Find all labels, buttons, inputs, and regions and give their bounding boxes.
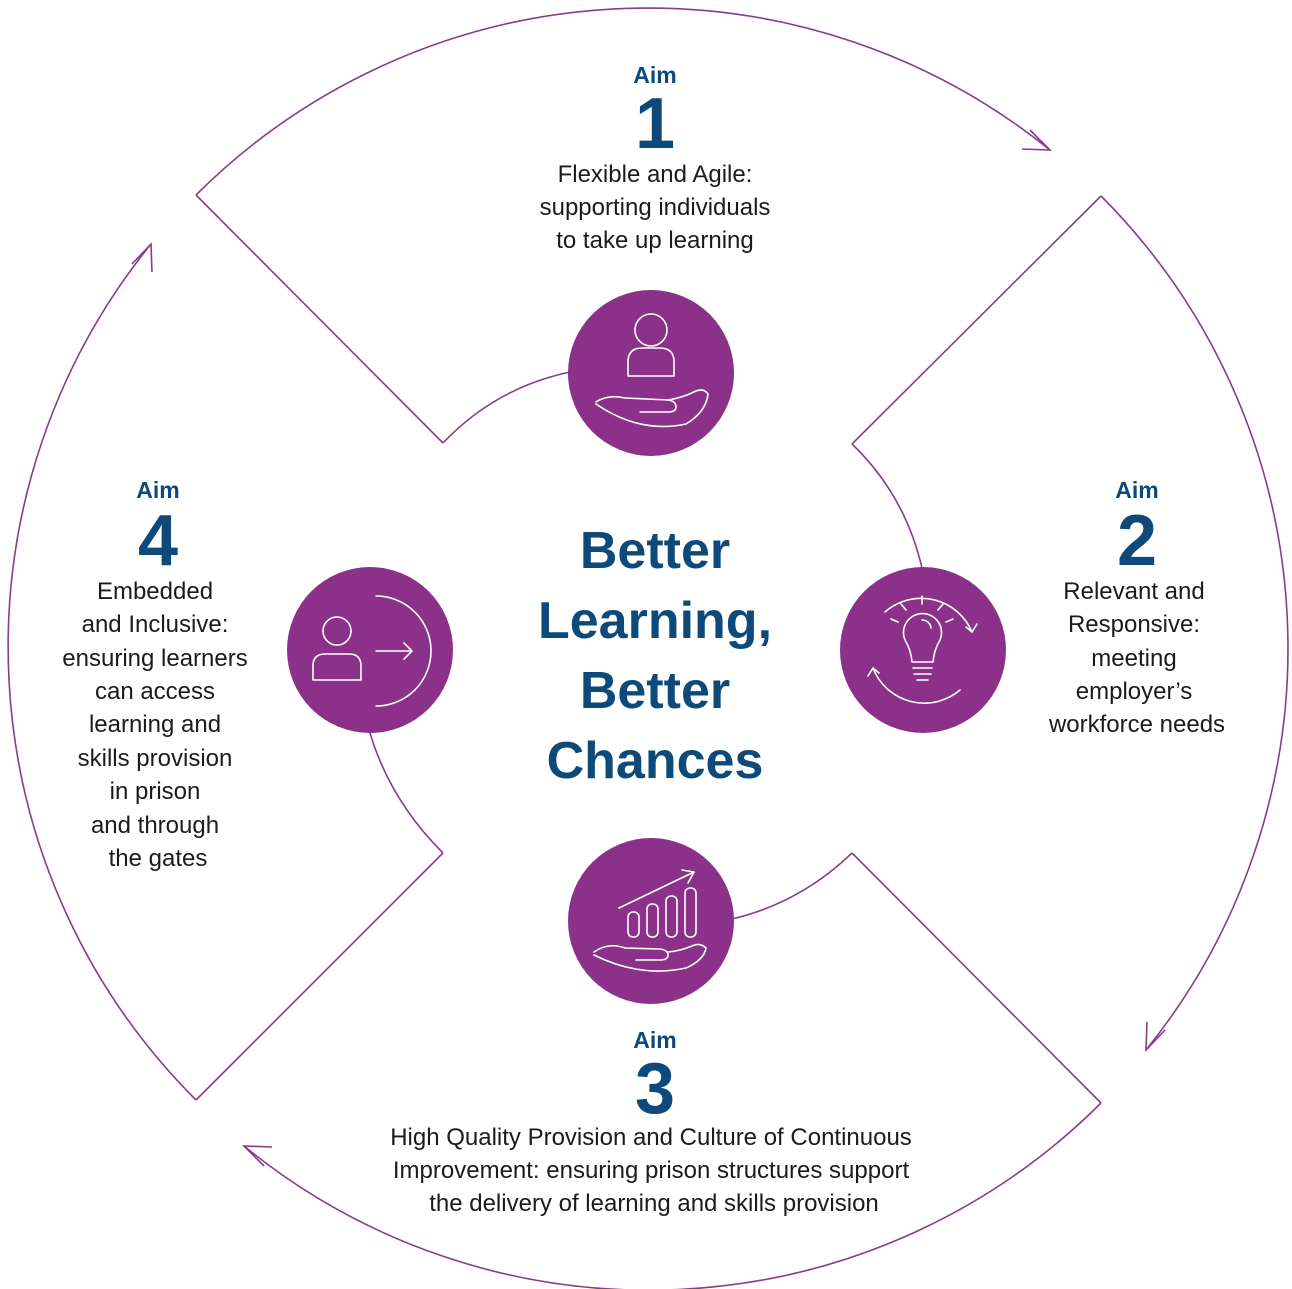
aim-1-label: Aim — [633, 62, 676, 88]
divider-top-right — [851, 195, 1102, 445]
aim-3-icon-circle — [568, 838, 734, 1004]
ring-segment-bottom — [243, 1102, 1102, 1289]
aim-2-desc-line-1: Relevant and — [1063, 578, 1204, 605]
center-title-line-2: Learning, — [538, 592, 772, 650]
aim-3-desc-line-2: Improvement: ensuring prison structures … — [393, 1157, 910, 1184]
aim-3-desc-line-3: the delivery of learning and skills prov… — [429, 1190, 879, 1217]
divider-top-left — [195, 194, 444, 444]
aim-2-desc-line-5: workforce needs — [1048, 711, 1225, 738]
aim-3-number: 3 — [635, 1049, 675, 1129]
aim-1-icon-circle — [568, 290, 734, 456]
ring-segment-right — [1100, 195, 1289, 1051]
aim-4-desc-line-7: in prison — [110, 778, 201, 805]
aim-4-desc-line-6: skills provision — [78, 745, 233, 772]
center-title-line-3: Better — [580, 662, 730, 720]
inner-dividers — [195, 194, 1102, 1104]
aim-2: Aim 2 Relevant and Responsive: meeting e… — [840, 477, 1225, 738]
aim-3-desc-line-1: High Quality Provision and Culture of Co… — [390, 1124, 912, 1151]
aim-4-desc-line-5: learning and — [89, 711, 221, 738]
aim-3: Aim 3 High Quality Provision and Culture… — [390, 838, 912, 1217]
cycle-ring — [7, 7, 1289, 1289]
ring-segment-top — [195, 7, 1051, 196]
center-title-line-1: Better — [580, 522, 730, 580]
connector-arcs — [369, 371, 923, 920]
connector-aim2 — [851, 443, 923, 569]
aim-1-desc-line-3: to take up learning — [556, 227, 753, 254]
aim-4-icon-circle — [287, 567, 453, 733]
aim-4-desc-line-1: Embedded — [97, 578, 213, 605]
aim-4-desc-line-4: can access — [95, 678, 215, 705]
ring-segment-left — [7, 243, 197, 1101]
connector-aim1 — [442, 371, 571, 444]
aim-4-desc-line-2: and Inclusive: — [82, 611, 229, 638]
aim-1-desc-line-2: supporting individuals — [540, 194, 771, 221]
growth-chart-on-hand-icon — [593, 869, 707, 972]
aim-2-icon-circle — [840, 567, 1006, 733]
divider-bottom-right — [851, 852, 1102, 1104]
ring-arrowhead-bottom — [241, 1145, 273, 1167]
aim-4-desc-line-8: and through — [91, 812, 219, 839]
center-title-line-4: Chances — [547, 732, 764, 790]
aim-2-label: Aim — [1115, 477, 1158, 503]
aim-4-desc-line-9: the gates — [109, 845, 208, 872]
aim-2-number: 2 — [1117, 501, 1157, 581]
ring-arrowhead-right — [1145, 1021, 1166, 1053]
person-entering-icon — [312, 595, 432, 707]
aim-4: Aim 4 Embedded and Inclusive: ensuring l… — [62, 477, 453, 872]
connector-aim3 — [731, 852, 853, 920]
ring-arrowhead-top — [1021, 129, 1053, 151]
aim-4-number: 4 — [138, 501, 178, 581]
aim-2-desc-line-2: Responsive: — [1068, 611, 1200, 638]
aim-2-desc-line-3: meeting — [1091, 645, 1176, 672]
aim-2-desc-line-4: employer’s — [1076, 678, 1193, 705]
lightbulb-cycle-icon — [867, 595, 978, 704]
ring-arrowhead-left — [131, 242, 153, 273]
aim-4-label: Aim — [136, 477, 179, 503]
connector-aim4 — [369, 732, 444, 854]
person-on-hand-icon — [595, 313, 709, 428]
aim-3-label: Aim — [633, 1027, 676, 1053]
center-title: Better Learning, Better Chances — [538, 522, 772, 790]
divider-bottom-left — [195, 852, 444, 1101]
aim-4-desc-line-3: ensuring learners — [62, 645, 247, 672]
aim-1: Aim 1 Flexible and Agile: supporting ind… — [540, 62, 771, 456]
aim-1-desc-line-1: Flexible and Agile: — [558, 161, 753, 188]
aim-1-number: 1 — [635, 84, 675, 164]
